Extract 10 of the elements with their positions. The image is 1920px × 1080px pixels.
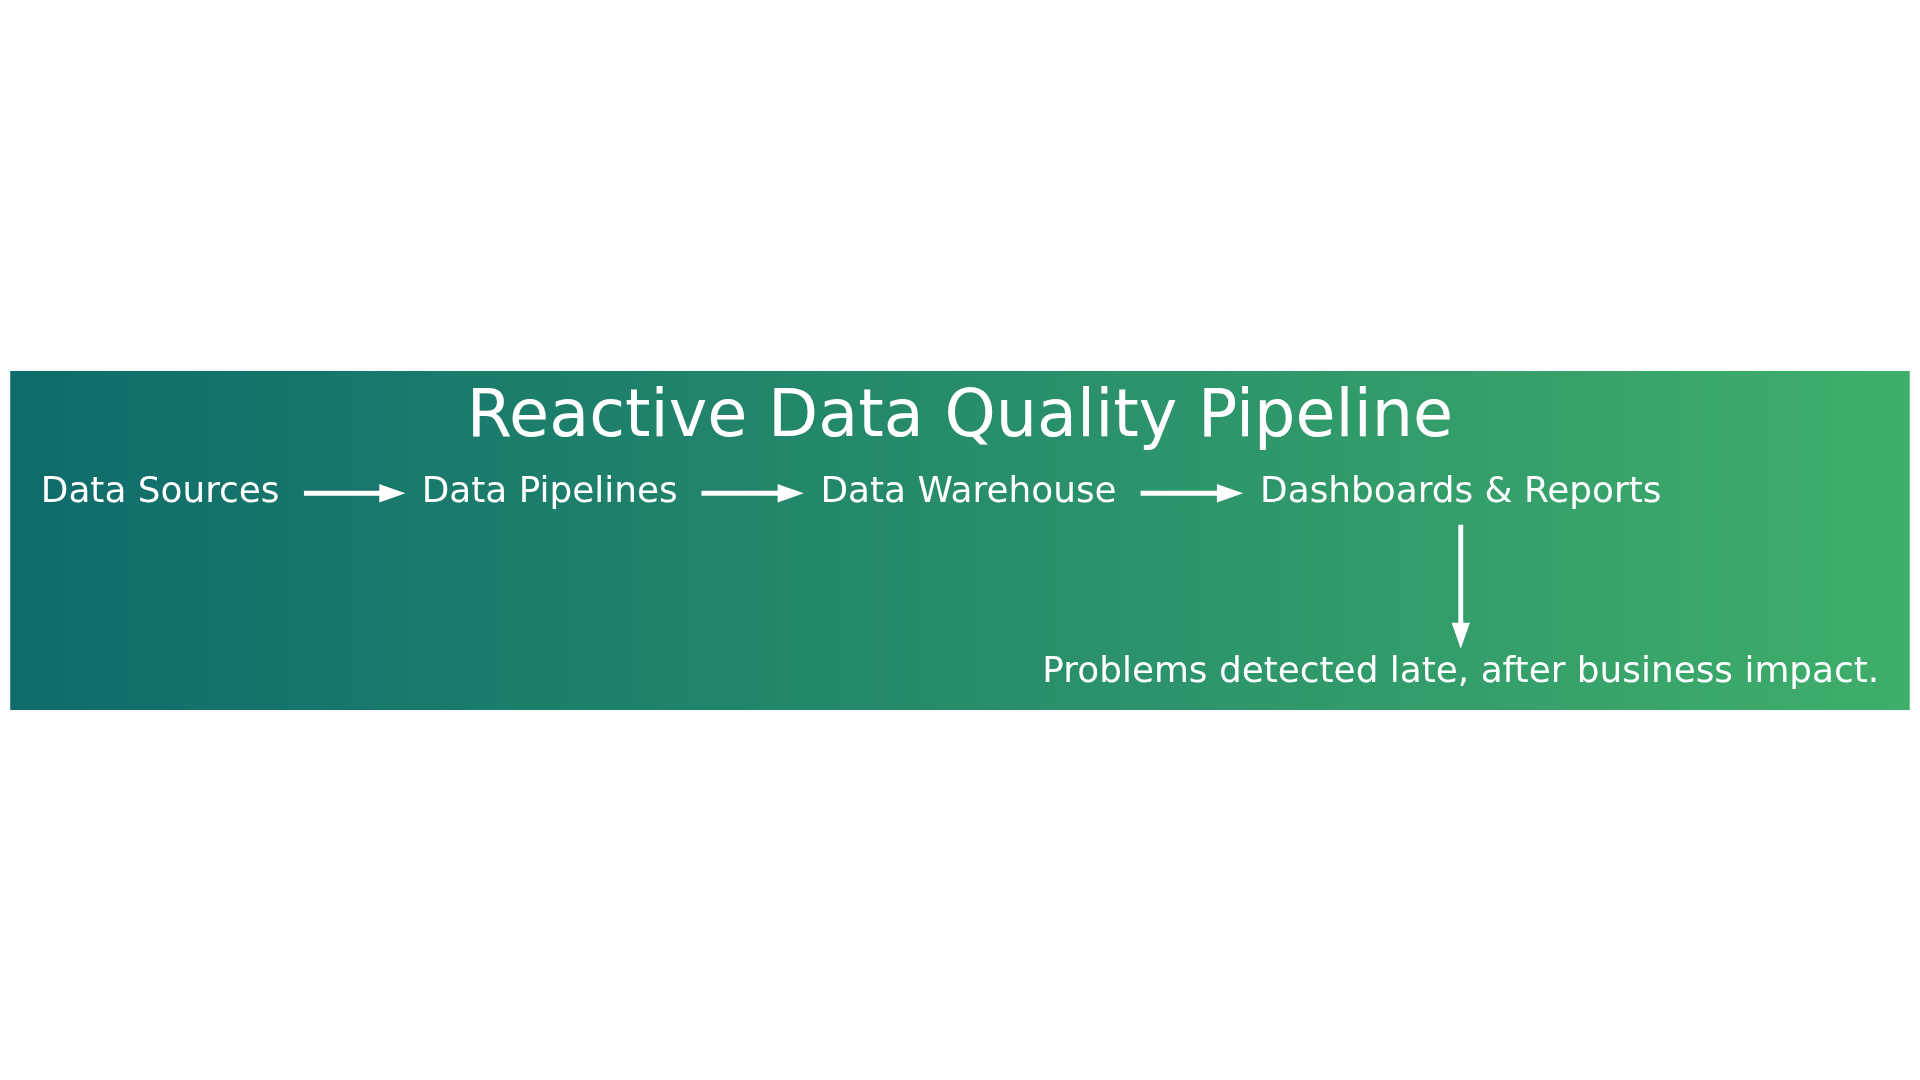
node-text: Problems detected late, after business impact.: [1042, 648, 1880, 690]
node-text: Dashboards & Reports: [1260, 468, 1662, 510]
arrow: [303, 483, 406, 502]
arrow: [1451, 524, 1470, 649]
arrow: [701, 483, 804, 502]
node-text: Data Warehouse: [820, 468, 1117, 510]
diagram-title: Reactive Data Quality Pipeline: [466, 374, 1454, 451]
node-text: Data Pipelines: [421, 468, 678, 510]
arrow: [1140, 483, 1244, 502]
node-text: Data Sources: [40, 468, 280, 510]
